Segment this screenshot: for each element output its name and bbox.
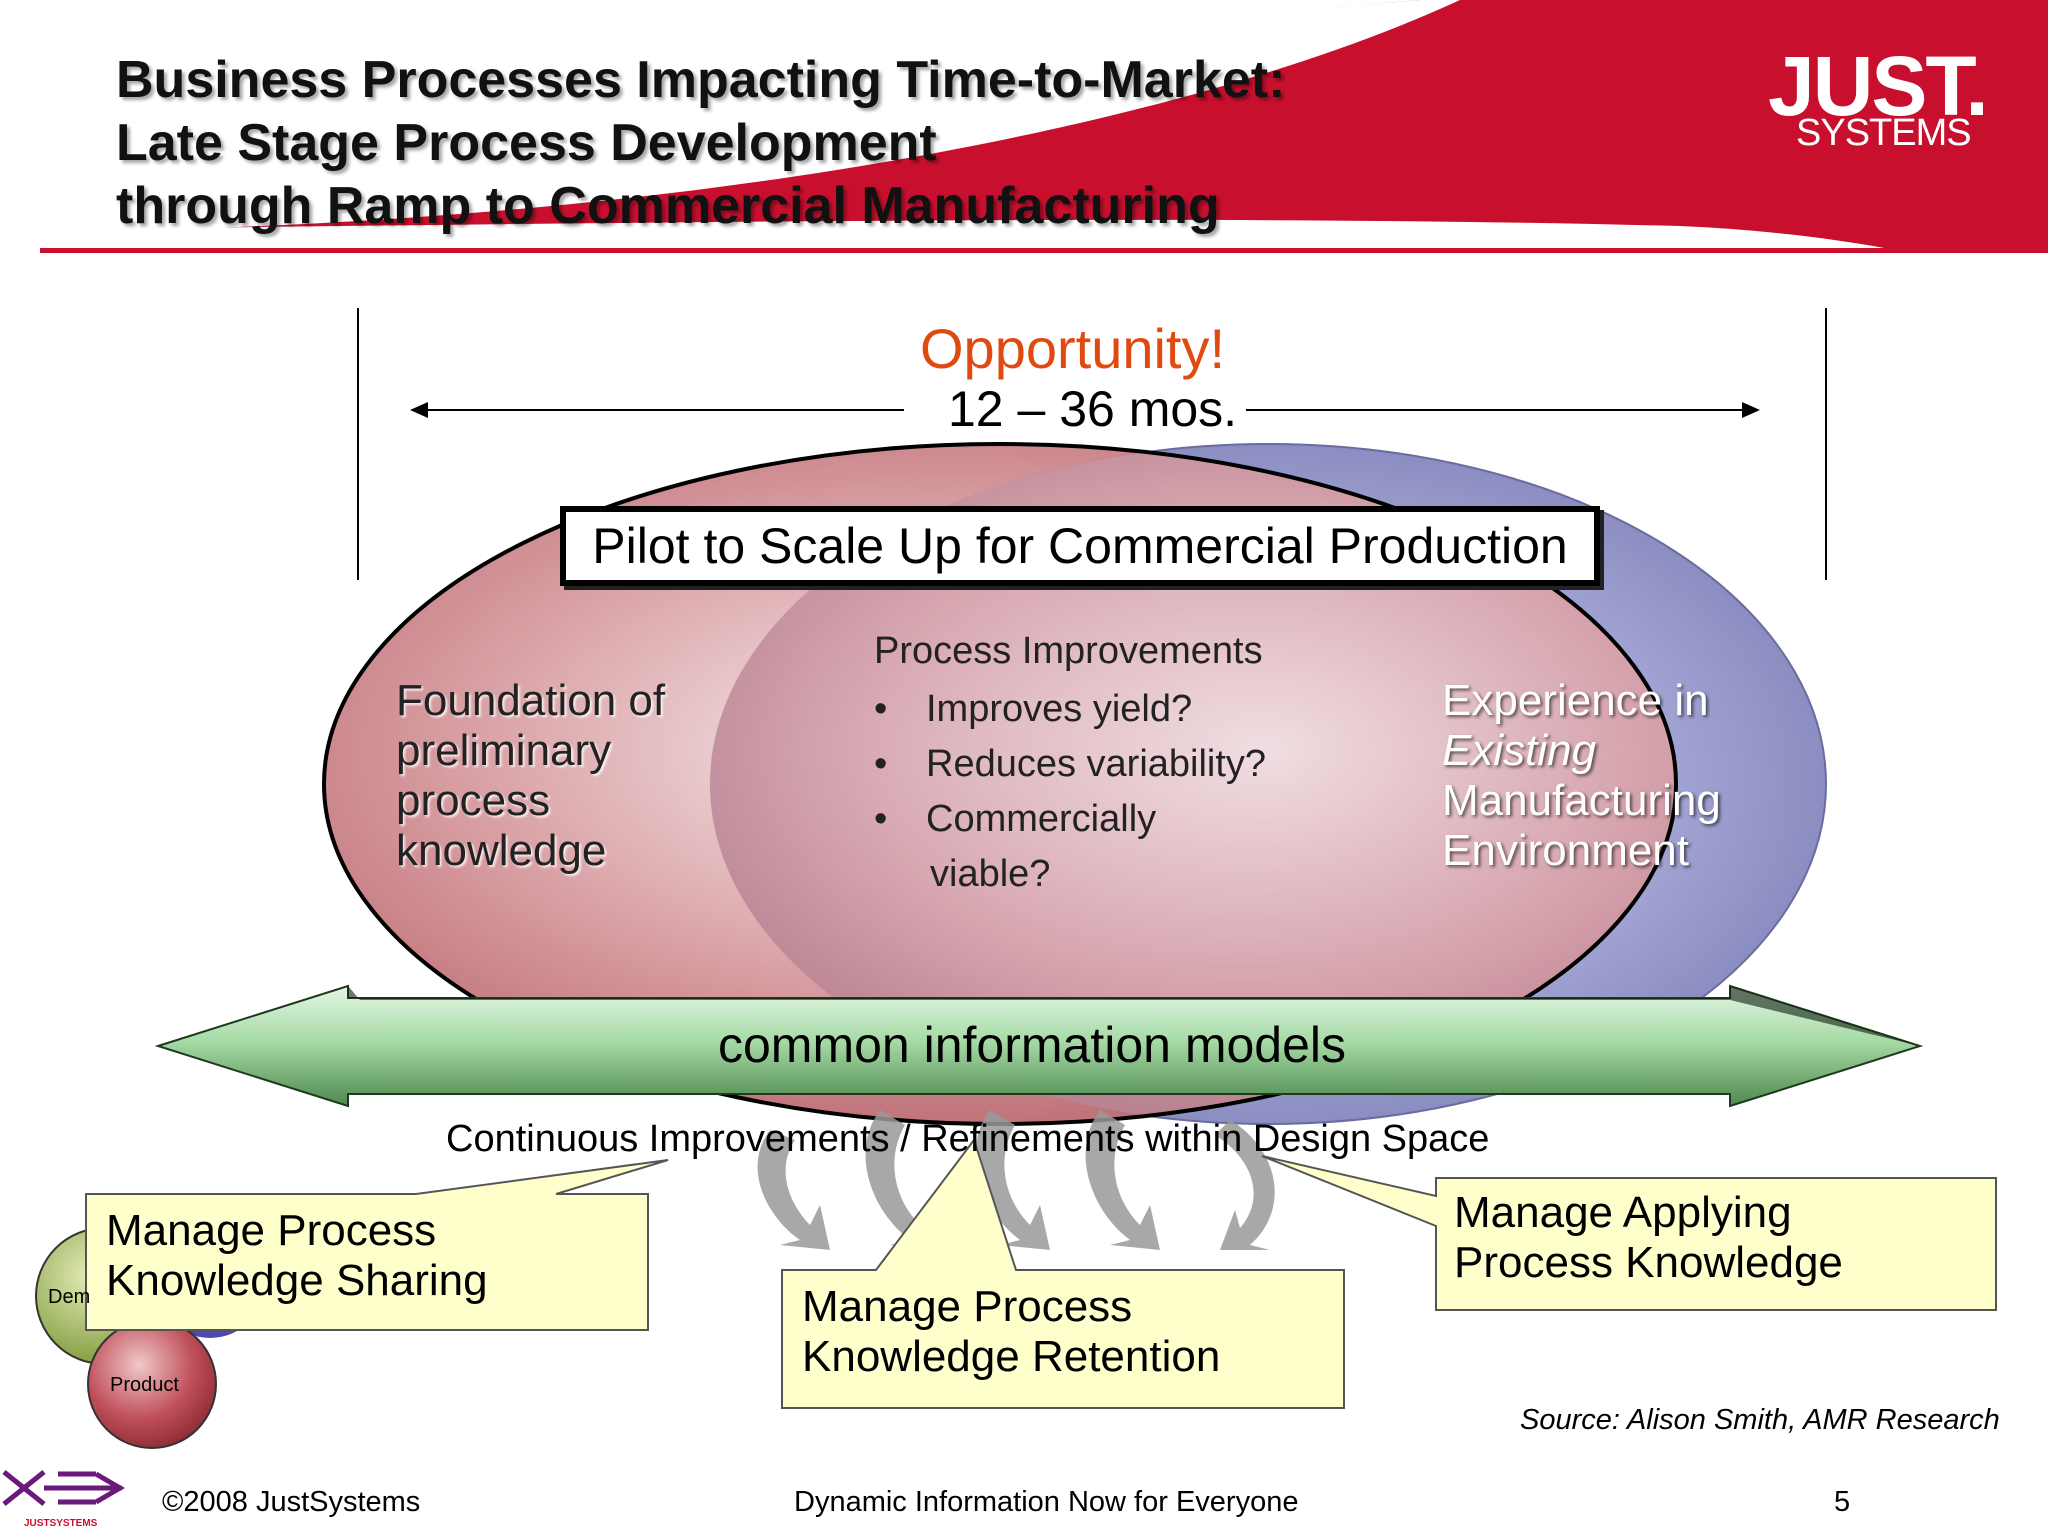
footer-copyright: ©2008 JustSystems bbox=[162, 1486, 421, 1518]
title-line-1: Business Processes Impacting Time-to-Mar… bbox=[116, 51, 1286, 109]
left-circle-text: Foundation of preliminary process knowle… bbox=[396, 676, 665, 876]
page-number: 5 bbox=[1834, 1486, 1851, 1518]
footer-logo-mark bbox=[2, 1470, 125, 1506]
small-circle-product-label: Product bbox=[110, 1374, 179, 1396]
title-line-3: through Ramp to Commercial Manufacturing bbox=[116, 177, 1220, 235]
process-improvements-title: Process Improvements bbox=[874, 630, 1263, 672]
callout-line: Knowledge Sharing bbox=[106, 1256, 488, 1305]
right-circle-line: Environment bbox=[1442, 826, 1690, 875]
callout-retention-box bbox=[781, 1137, 1345, 1409]
process-improvements-list: • Improves yield? • Reduces variability? •… bbox=[874, 682, 1266, 902]
logo-systems: SYSTEMS bbox=[1796, 112, 1972, 154]
bullet-text: Commercially bbox=[926, 798, 1157, 840]
callout-line: Manage Applying bbox=[1454, 1188, 1792, 1237]
bullet-icon: • bbox=[874, 743, 888, 785]
continuous-improvements-label: Continuous Improvements / Refinements wi… bbox=[446, 1118, 1490, 1160]
title-line-2: Late Stage Process Development bbox=[116, 114, 937, 172]
footer-logo-text: JUSTSYSTEMS bbox=[24, 1518, 98, 1529]
title-underline bbox=[40, 248, 1958, 253]
bullet-continuation: viable? bbox=[930, 853, 1051, 895]
pilot-box-label: Pilot to Scale Up for Commercial Product… bbox=[592, 518, 1568, 574]
bullet-text: Reduces variability? bbox=[926, 743, 1267, 785]
bullet-icon: • bbox=[874, 688, 888, 730]
list-item: • Reduces variability? bbox=[874, 737, 1266, 792]
right-circle-line: Manufacturing bbox=[1442, 776, 1721, 825]
right-circle-text: Experience in Existing Manufacturing Env… bbox=[1442, 676, 1721, 876]
callout-line: Manage Process bbox=[106, 1206, 437, 1255]
pilot-box: Pilot to Scale Up for Commercial Product… bbox=[560, 506, 1600, 586]
callout-line: Knowledge Retention bbox=[802, 1332, 1221, 1381]
left-circle-line: Foundation of bbox=[396, 676, 666, 725]
left-circle-line: knowledge bbox=[396, 826, 607, 875]
callout-applying-box bbox=[1261, 1155, 1997, 1311]
footer-tagline: Dynamic Information Now for Everyone bbox=[794, 1486, 1299, 1518]
bullet-text: Improves yield? bbox=[926, 688, 1193, 730]
small-circle-dem-label: Dem bbox=[48, 1286, 91, 1308]
callout-applying-text: Manage Applying Process Knowledge bbox=[1454, 1188, 1843, 1288]
list-item: • Commercially bbox=[874, 792, 1266, 847]
bullet-icon: • bbox=[874, 798, 888, 840]
list-item: • Improves yield? bbox=[874, 682, 1266, 737]
right-circle-line: Existing bbox=[1442, 726, 1597, 775]
opportunity-label: Opportunity! bbox=[920, 317, 1226, 380]
duration-label: 12 – 36 mos. bbox=[948, 381, 1238, 437]
callout-sharing-text: Manage Process Knowledge Sharing bbox=[106, 1206, 488, 1306]
left-circle-line: process bbox=[396, 776, 551, 825]
logo-just: JUST. bbox=[1768, 39, 1989, 133]
source-citation: Source: Alison Smith, AMR Research bbox=[1520, 1404, 2000, 1436]
banner-label: common information models bbox=[718, 1017, 1347, 1073]
overlap-region bbox=[710, 444, 1676, 1124]
banner-arrow bbox=[158, 986, 1920, 1106]
right-circle-line: Experience in bbox=[1442, 676, 1709, 725]
callout-line: Process Knowledge bbox=[1454, 1238, 1843, 1287]
left-circle-line: preliminary bbox=[396, 726, 612, 775]
callout-line: Manage Process bbox=[802, 1282, 1133, 1331]
callout-retention-text: Manage Process Knowledge Retention bbox=[802, 1282, 1220, 1382]
callout-sharing-box bbox=[85, 1159, 669, 1331]
cycle-arrows-graphic bbox=[757, 1110, 1275, 1250]
